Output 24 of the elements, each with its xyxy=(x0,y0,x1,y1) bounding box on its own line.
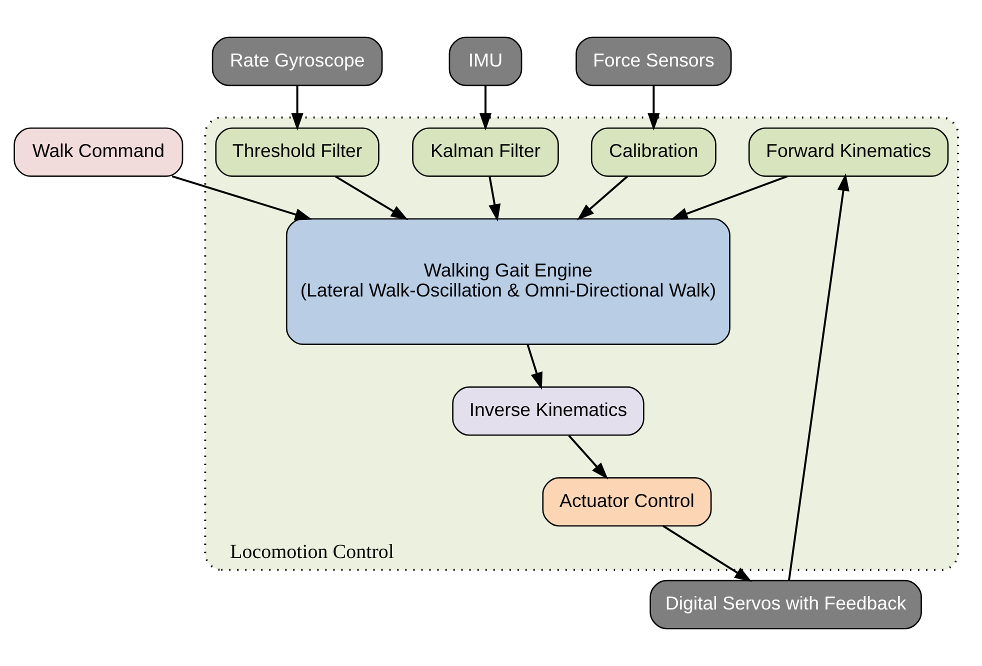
arrow xyxy=(576,176,628,220)
node-box: Kalman Filter xyxy=(412,127,558,177)
node-box: Force Sensors xyxy=(575,36,732,86)
arrow xyxy=(171,175,312,220)
arrow xyxy=(670,175,788,220)
arrow xyxy=(662,525,752,582)
node-box: Threshold Filter xyxy=(214,127,379,177)
arrow xyxy=(478,86,492,131)
arrow xyxy=(526,344,542,390)
node-box: IMU xyxy=(448,36,522,86)
node-box: Walk Command xyxy=(13,127,183,177)
arrow xyxy=(290,86,303,131)
arrow xyxy=(647,86,660,131)
node-box: Walking Gait Engine (Lateral Walk-Oscillation & Omni-Directional Walk) xyxy=(285,218,730,346)
arrow xyxy=(568,434,608,480)
node-box: Calibration xyxy=(590,127,716,177)
node-box: Actuator Control xyxy=(542,477,712,527)
arrow xyxy=(334,176,408,220)
arrow xyxy=(788,173,849,581)
node-box: Inverse Kinematics xyxy=(452,386,644,436)
node-box: Digital Servos with Feedback xyxy=(649,580,922,630)
node-box: Rate Gyroscope xyxy=(211,36,382,86)
node-box: Forward Kinematics xyxy=(748,127,948,177)
arrow xyxy=(488,176,500,222)
